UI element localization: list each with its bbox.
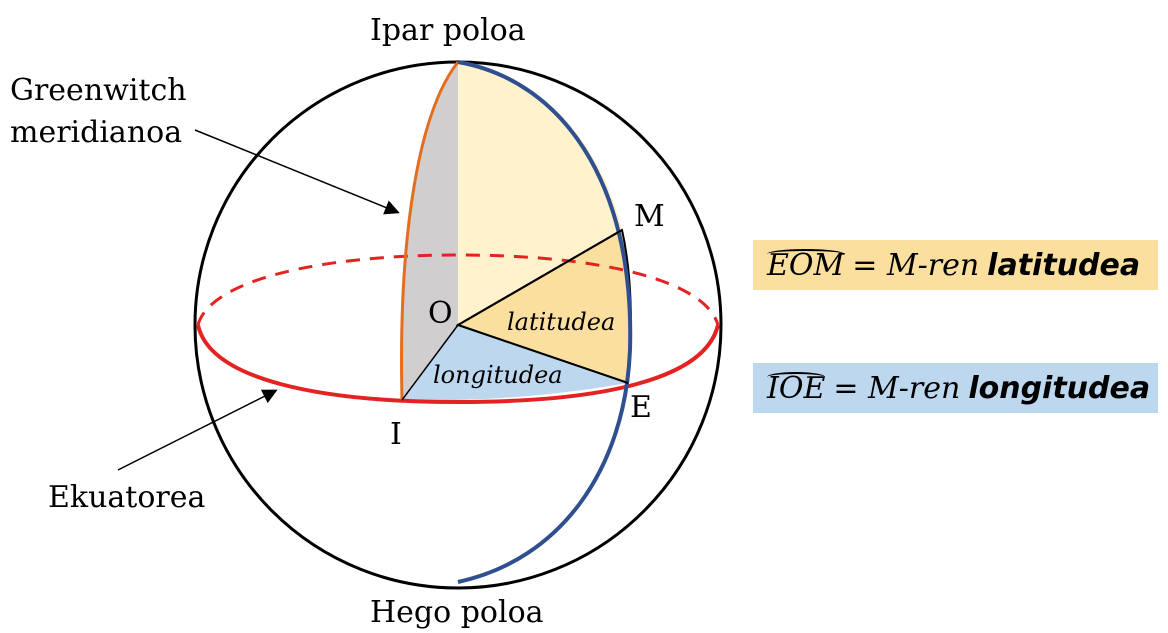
radius-oe: [457, 324, 629, 384]
greenwich-label-line2: meridianoa: [10, 115, 182, 150]
longitude-formula: IOE = M-ren longitudea: [753, 363, 1158, 413]
longitude-sector-label: longitudea: [433, 361, 563, 389]
equator-label: Ekuatorea: [48, 480, 205, 515]
equator-front: [196, 324, 720, 405]
latitude-sector-label: latitudea: [507, 308, 615, 336]
longitude-angle: IOE: [767, 370, 826, 406]
north-pole-label: Ipar poloa: [370, 13, 526, 48]
latitude-angle: EOM: [767, 247, 845, 283]
latitude-formula-keyword: latitudea: [987, 247, 1141, 283]
radius-oi: [401, 324, 459, 401]
longitude-formula-rhs: = M-ren: [833, 370, 961, 406]
point-e-label: E: [630, 390, 652, 425]
point-m-label: M: [634, 199, 665, 234]
latitude-formula: EOM = M-ren latitudea: [753, 240, 1158, 290]
greenwich-meridian: [400, 61, 460, 401]
longitude-formula-keyword: longitudea: [968, 370, 1151, 406]
equator-arrow: [117, 389, 278, 471]
meridian-quarter-region: [458, 62, 622, 325]
point-i-label: I: [390, 417, 402, 452]
meridian-m: [457, 60, 633, 584]
greenwich-region: [401, 62, 458, 400]
greenwich-arrow: [194, 129, 400, 215]
point-o-label: O: [428, 296, 453, 331]
greenwich-label-line1: Greenwitch: [10, 73, 187, 108]
latitude-formula-rhs: = M-ren: [852, 247, 980, 283]
radius-om: [457, 229, 623, 326]
longitude-sector: [402, 325, 628, 401]
equator-back: [196, 253, 720, 326]
south-pole-label: Hego poloa: [370, 595, 544, 630]
